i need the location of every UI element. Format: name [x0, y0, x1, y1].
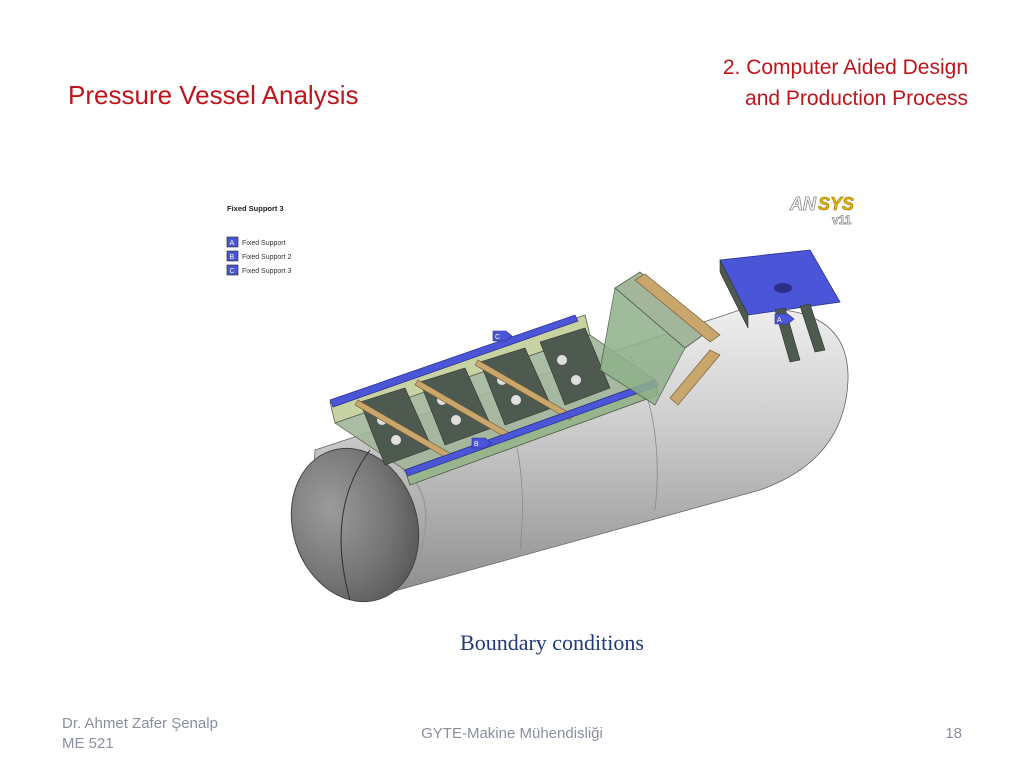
- marker-c: C: [492, 330, 513, 342]
- legend-key-b: B: [230, 254, 235, 261]
- ansys-logo: AN SYS v11: [789, 194, 855, 228]
- legend: A Fixed Support B Fixed Support 2 C Fixe…: [226, 236, 292, 276]
- slide-title: Pressure Vessel Analysis: [68, 80, 359, 110]
- pressure-vessel-figure: Fixed Support 3 A Fixed Support B Fixed …: [226, 194, 855, 603]
- legend-label-b: Fixed Support 2: [242, 254, 292, 261]
- marker-c-label: C: [495, 334, 500, 341]
- footer-author-block: Dr. Ahmet Zafer Şenalp ME 521: [62, 714, 218, 754]
- footer-institution: GYTE-Makine Mühendisliği: [421, 725, 603, 742]
- support-strip-c: [329, 314, 579, 408]
- ansys-logo-text-1: AN: [789, 194, 817, 214]
- marker-a-label: A: [777, 317, 782, 324]
- section-heading-line-1: 2. Computer Aided Design: [722, 56, 968, 79]
- marker-b: B: [471, 437, 492, 449]
- ansys-logo-version: v11: [832, 213, 852, 227]
- tower-frame: [599, 249, 841, 406]
- legend-key-a: A: [230, 240, 235, 247]
- legend-label-a: Fixed Support: [242, 240, 286, 247]
- saddle-frame: [329, 314, 659, 486]
- footer-author: Dr. Ahmet Zafer Şenalp: [62, 715, 218, 732]
- figure-caption: Boundary conditions: [460, 630, 644, 655]
- legend-key-a-box: [226, 236, 239, 248]
- section-heading: 2. Computer Aided Design and Production …: [723, 52, 968, 114]
- legend-key-b-box: [226, 250, 239, 262]
- marker-a: A: [774, 313, 795, 325]
- marker-b-label: B: [474, 441, 479, 448]
- section-heading-line-2: and Production Process: [745, 87, 968, 110]
- footer-course: ME 521: [62, 735, 114, 752]
- vessel-shell: [290, 308, 849, 603]
- legend-key-c-box: [226, 264, 239, 276]
- page-number: 18: [945, 725, 962, 742]
- legend-key-c: C: [230, 268, 235, 275]
- legend-label-c: Fixed Support 3: [242, 268, 292, 275]
- ansys-logo-text-2: SYS: [818, 194, 854, 214]
- figure-heading: Fixed Support 3: [227, 204, 284, 213]
